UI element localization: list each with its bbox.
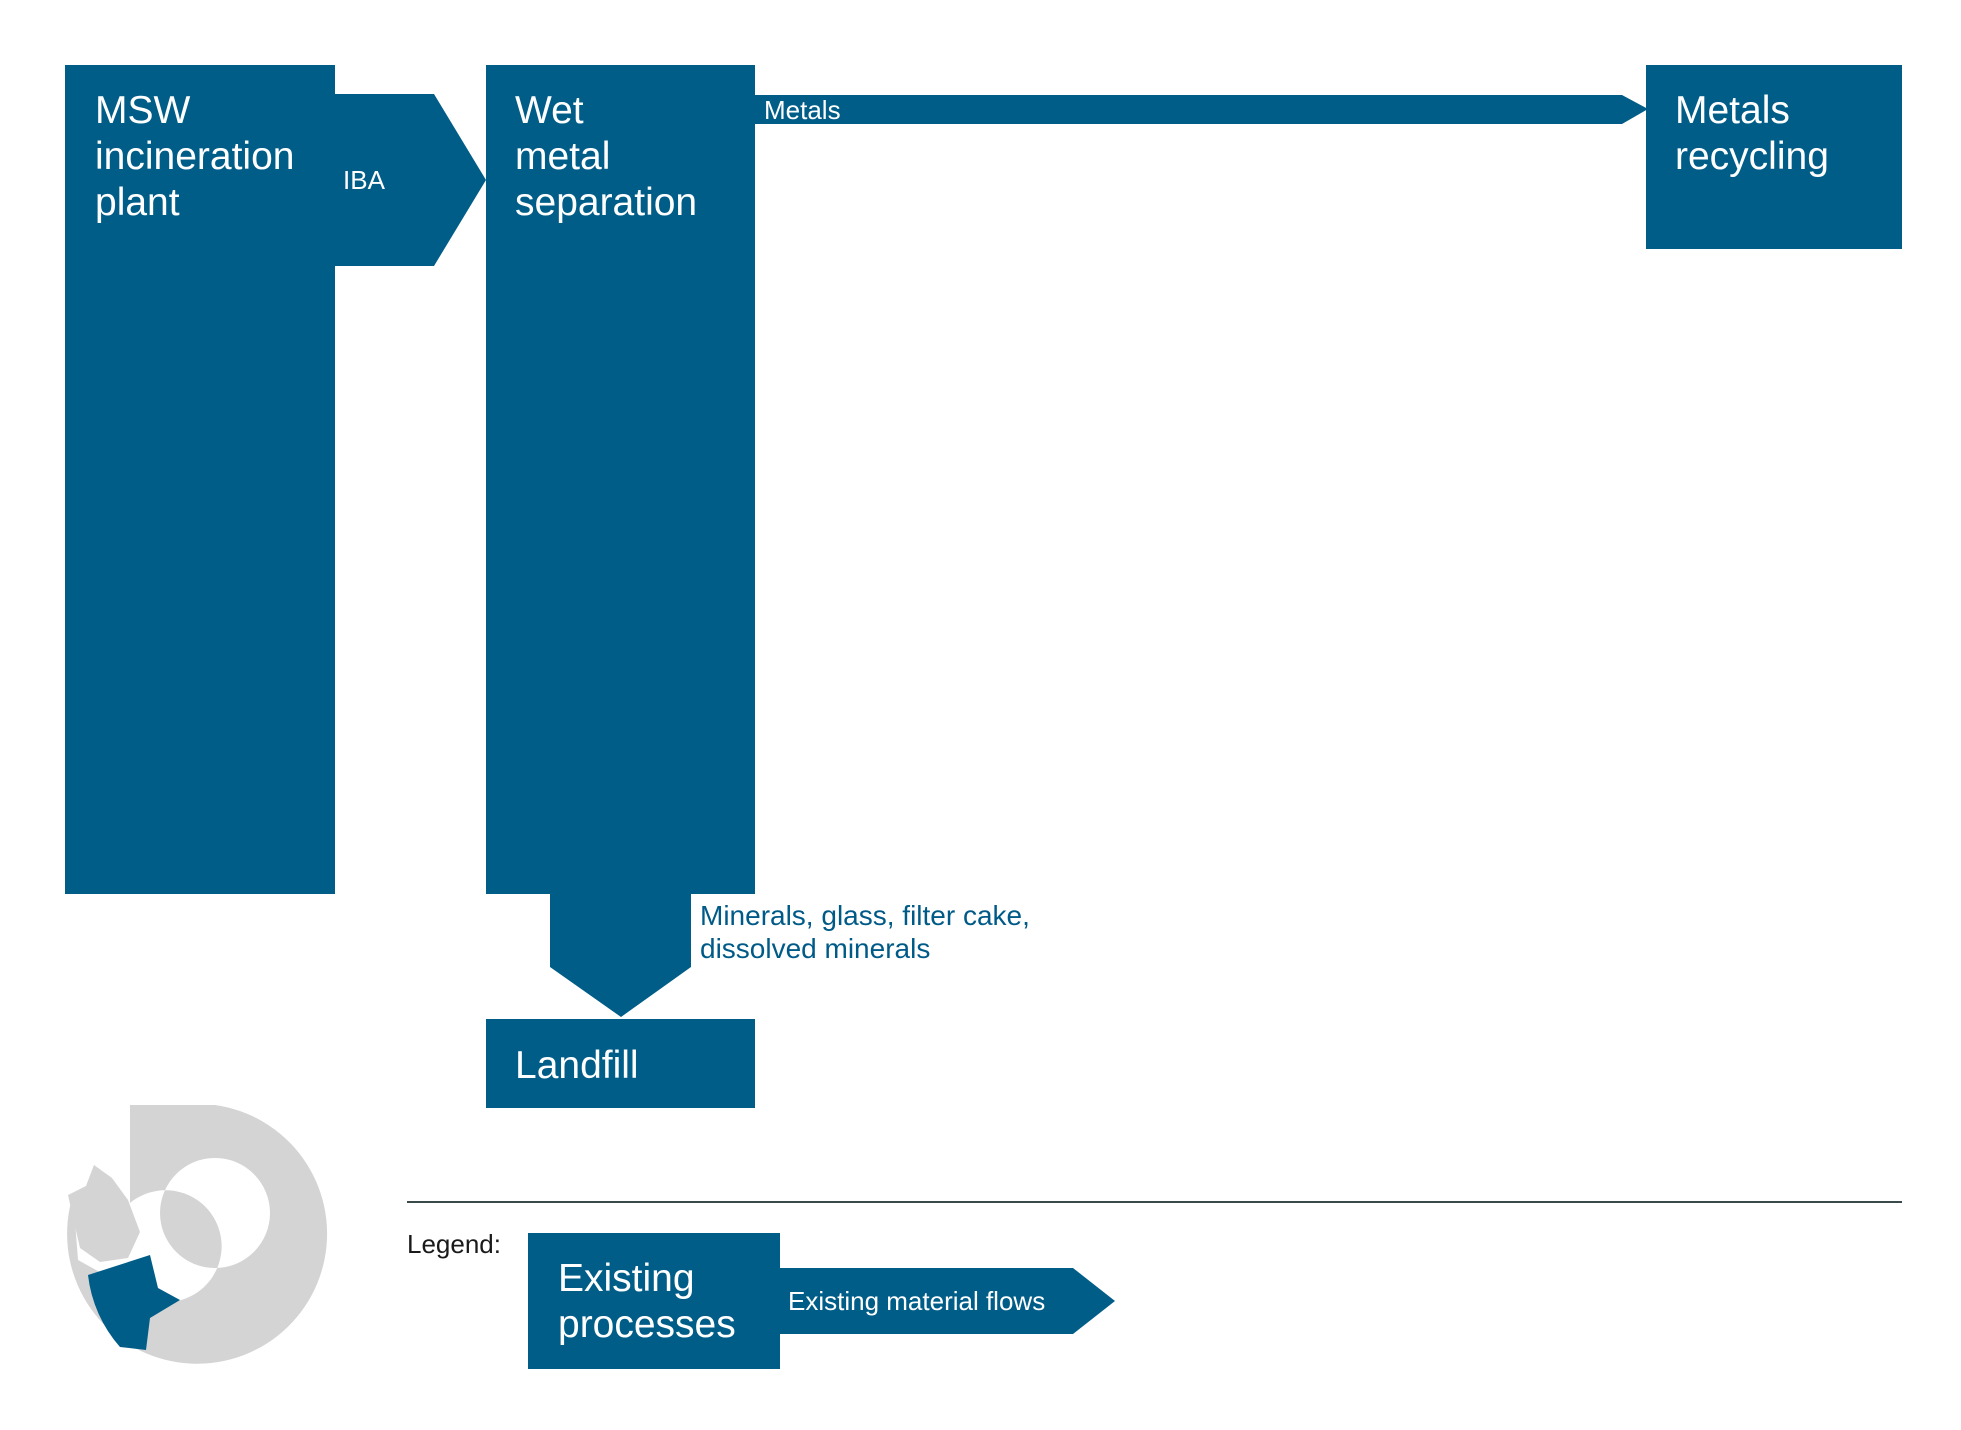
process-msw-label-line-1: MSW	[95, 89, 191, 132]
process-msw-label-line-2: incineration	[95, 135, 294, 178]
process-recycling-label-line-2: recycling	[1675, 135, 1829, 178]
process-msw-label-line-3: plant	[95, 181, 180, 224]
process-wet-label-line-2: metal	[515, 135, 610, 178]
process-msw-label: MSW incineration plant	[95, 89, 305, 224]
process-wet-label-line-3: separation	[515, 181, 697, 224]
process-landfill-label: Landfill	[515, 1044, 639, 1087]
flow-minerals-label-line-2: dissolved minerals	[700, 933, 930, 964]
process-recycling-label-line-1: Metals	[1675, 89, 1790, 132]
legend-process-label-line-2: processes	[558, 1303, 736, 1346]
legend-flow-label: Existing material flows	[788, 1286, 1045, 1316]
legend-flow-swatch: Existing material flows	[776, 1268, 1115, 1334]
flow-iba-label: IBA	[343, 165, 386, 195]
process-wet-label-line-1: Wet	[515, 89, 584, 132]
flow-iba-arrow: IBA	[333, 94, 486, 266]
flow-metals-label: Metals	[764, 95, 841, 125]
process-metals-recycling: Metals recycling	[1646, 65, 1902, 249]
flow-minerals-arrow: Minerals, glass, filter cake, dissolved …	[550, 891, 1038, 1017]
process-wet-metal-separation: Wet metal separation	[486, 65, 755, 894]
legend-label: Legend:	[407, 1229, 501, 1259]
flow-minerals-label: Minerals, glass, filter cake, dissolved …	[700, 900, 1038, 964]
legend-process-label: Existing processes	[558, 1257, 736, 1346]
process-recycling-label: Metals recycling	[1675, 89, 1829, 178]
process-msw-incineration-plant: MSW incineration plant	[65, 65, 335, 894]
flow-metals-arrow: Metals	[754, 95, 1648, 125]
legend-process-label-line-1: Existing	[558, 1257, 695, 1300]
process-landfill: Landfill	[486, 1019, 755, 1108]
flow-minerals-label-line-1: Minerals, glass, filter cake,	[700, 900, 1030, 931]
circular-economy-logo-icon	[67, 1105, 328, 1364]
process-wet-label: Wet metal separation	[515, 89, 697, 224]
legend-process-swatch: Existing processes	[528, 1233, 780, 1369]
legend: Legend: Existing material flows Existing…	[407, 1201, 1902, 1369]
